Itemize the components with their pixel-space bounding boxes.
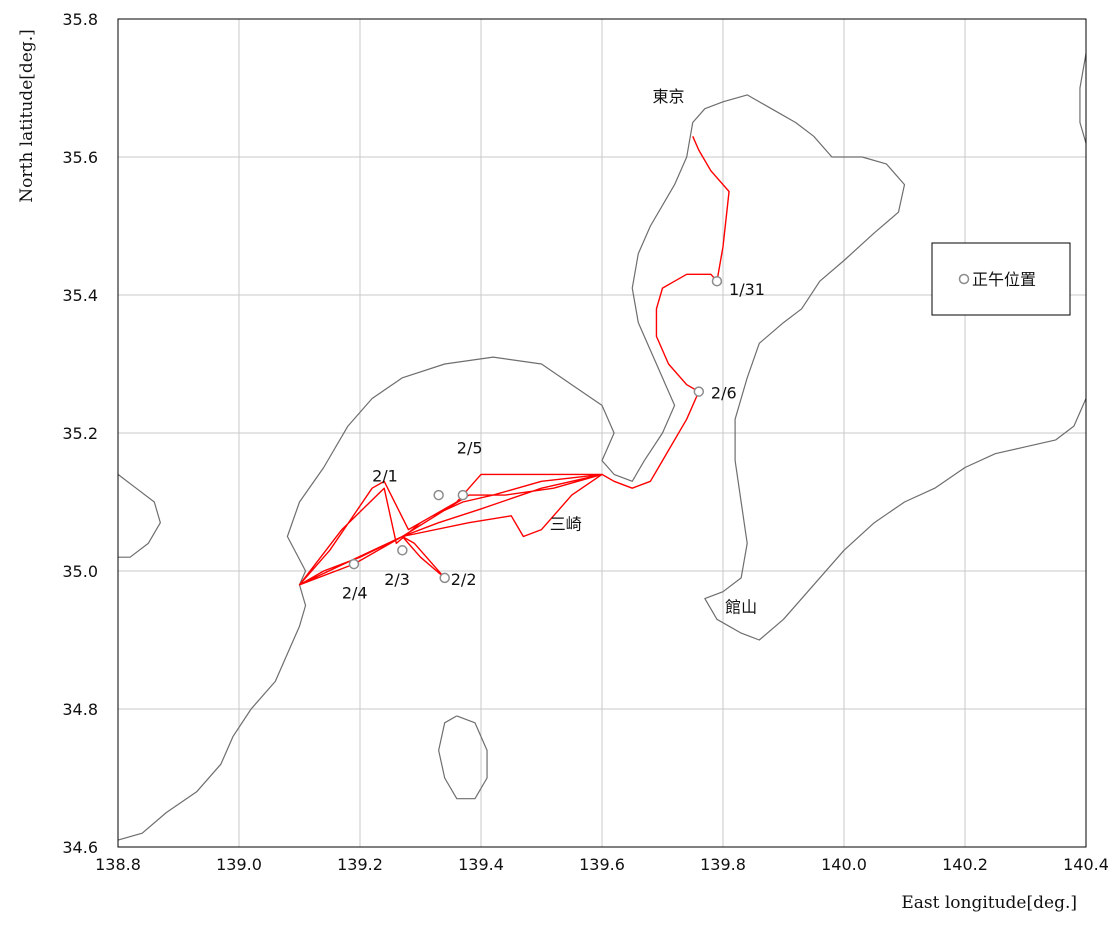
ship-track xyxy=(298,136,730,586)
legend-label: 正午位置 xyxy=(972,270,1036,289)
coastline xyxy=(438,715,488,800)
grid-lines xyxy=(117,18,1087,848)
noon-position-marker xyxy=(457,489,469,501)
date-label: 1/31 xyxy=(729,280,765,299)
noon-position-marker xyxy=(348,558,360,570)
plot-frame xyxy=(117,18,1087,848)
y-tick-label: 35.4 xyxy=(62,286,98,305)
date-label: 2/2 xyxy=(451,570,477,589)
place-label: 館山 xyxy=(725,597,757,616)
x-tick-label: 138.8 xyxy=(95,855,141,874)
x-axis-title: East longitude[deg.] xyxy=(901,893,1077,913)
x-tick-label: 140.4 xyxy=(1063,855,1109,874)
y-tick-label: 34.6 xyxy=(62,838,98,857)
y-tick-label: 35.2 xyxy=(62,424,98,443)
date-label: 2/1 xyxy=(372,466,398,485)
x-tick-label: 139.4 xyxy=(458,855,504,874)
y-tick-label: 34.8 xyxy=(62,700,98,719)
legend: 正午位置 xyxy=(931,242,1071,316)
legend-marker-icon xyxy=(958,273,970,285)
date-label: 2/5 xyxy=(457,439,483,458)
date-label: 2/3 xyxy=(384,570,410,589)
legend-box xyxy=(931,242,1071,316)
coastline-layer xyxy=(117,53,1087,841)
noon-position-marker xyxy=(711,275,723,287)
x-tick-labels: 138.8 139.0 139.2 139.4 139.6 139.8 140.0 140.2… xyxy=(95,855,1109,874)
date-label: 2/4 xyxy=(342,584,368,603)
place-label: 三崎 xyxy=(550,515,582,534)
coastline xyxy=(286,94,1087,641)
ship-track-layer xyxy=(298,136,730,586)
place-label: 東京 xyxy=(653,87,685,106)
x-tick-label: 140.2 xyxy=(942,855,988,874)
noon-position-marker xyxy=(693,386,705,397)
y-tick-label: 35.0 xyxy=(62,562,98,581)
y-tick-label: 35.8 xyxy=(62,10,98,29)
coastline xyxy=(1079,53,1087,144)
y-tick-labels: 34.6 34.8 35.0 35.2 35.4 35.6 35.8 xyxy=(62,10,98,857)
x-tick-label: 140.0 xyxy=(821,855,867,874)
noon-position-markers xyxy=(348,275,723,584)
x-tick-label: 139.0 xyxy=(216,855,262,874)
noon-position-marker xyxy=(433,489,444,501)
x-tick-label: 139.8 xyxy=(700,855,746,874)
coastline xyxy=(117,473,161,558)
noon-position-marker xyxy=(439,572,450,584)
x-tick-label: 139.2 xyxy=(337,855,383,874)
x-tick-label: 139.6 xyxy=(579,855,625,874)
noon-position-marker xyxy=(397,545,408,556)
coastline xyxy=(117,584,307,841)
y-axis-title: North latitude[deg.] xyxy=(17,29,37,202)
date-label: 2/6 xyxy=(711,384,737,403)
y-tick-label: 35.6 xyxy=(62,148,98,167)
